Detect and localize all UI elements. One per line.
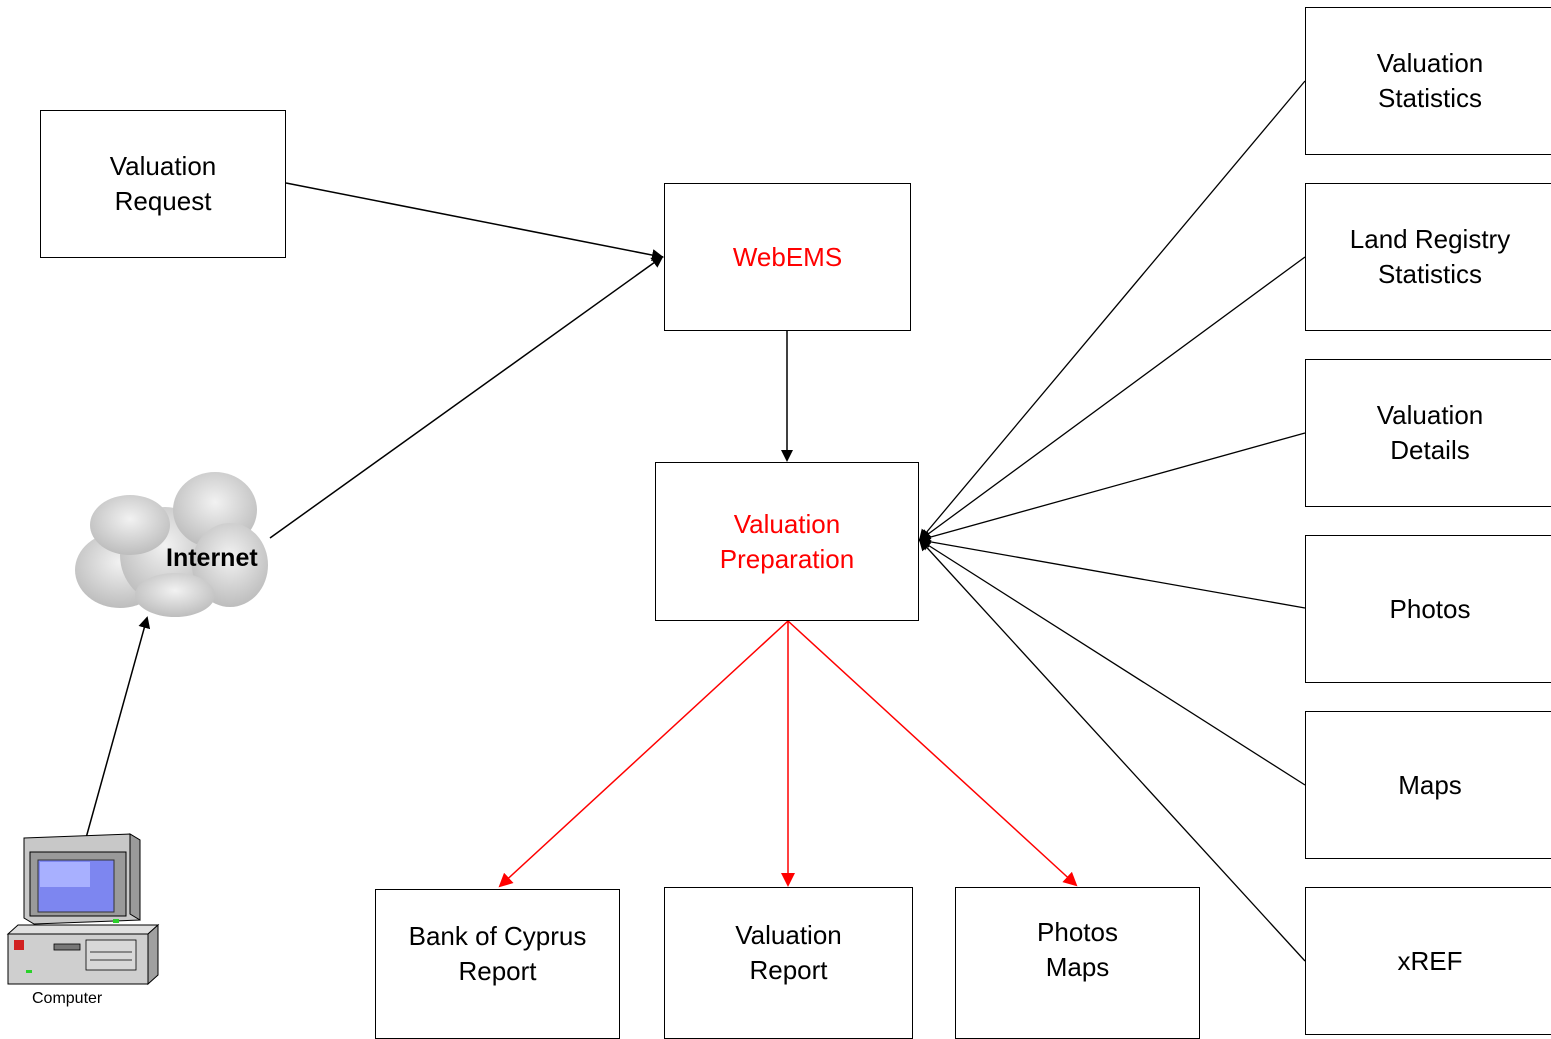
arrow-valstats-to-preparation [918, 80, 1306, 542]
arrow-internet-to-webems [269, 255, 664, 539]
xref-label: xREF [1397, 945, 1463, 976]
land-registry-statistics-label: Land Registry Statistics [1349, 224, 1511, 289]
arrow-photos-to-preparation [918, 535, 1306, 609]
webems-box: WebEMS [664, 183, 911, 331]
internet-label: Internet [166, 544, 258, 572]
valuation-statistics-box: Valuation Statistics [1305, 7, 1551, 155]
maps-box: Maps [1305, 711, 1551, 859]
maps-label: Maps [1398, 769, 1462, 800]
arrow-maps-to-preparation [918, 538, 1306, 786]
arrow-preparation-to-photos-maps [787, 620, 1078, 887]
photos-maps-label: Photos Maps [1037, 917, 1118, 982]
arrow-xref-to-preparation [918, 538, 1306, 962]
computer-label: Computer [32, 990, 103, 1007]
valuation-report-label: Valuation Report [735, 920, 842, 985]
valuation-details-box: Valuation Details [1305, 359, 1551, 507]
computer-icon [6, 833, 160, 986]
photos-label: Photos [1389, 593, 1471, 624]
valuation-statistics-label: Valuation Statistics [1376, 48, 1484, 113]
photos-maps-box: Photos Maps [955, 887, 1200, 1039]
xref-box: xREF [1305, 887, 1551, 1035]
bank-report-box: Bank of Cyprus Report [375, 889, 620, 1039]
arrow-preparation-to-bank-report [498, 620, 789, 888]
valuation-request-box: Valuation Request [40, 110, 286, 258]
arrow-landreg-to-preparation [918, 256, 1306, 542]
arrow-computer-to-internet [85, 616, 151, 839]
valuation-preparation-label: Valuation Preparation [719, 508, 855, 574]
webems-label: WebEMS [732, 241, 843, 272]
bank-report-label: Bank of Cyprus Report [408, 921, 587, 986]
valuation-preparation-box: Valuation Preparation [655, 462, 919, 621]
valuation-request-label: Valuation Request [109, 151, 217, 216]
valuation-details-label: Valuation Details [1376, 400, 1484, 465]
valuation-report-box: Valuation Report [664, 887, 913, 1039]
land-registry-statistics-box: Land Registry Statistics [1305, 183, 1551, 331]
arrow-valdetails-to-preparation [918, 432, 1306, 544]
photos-box: Photos [1305, 535, 1551, 683]
cloud-icon [75, 472, 268, 617]
arrow-request-to-webems [285, 182, 664, 261]
